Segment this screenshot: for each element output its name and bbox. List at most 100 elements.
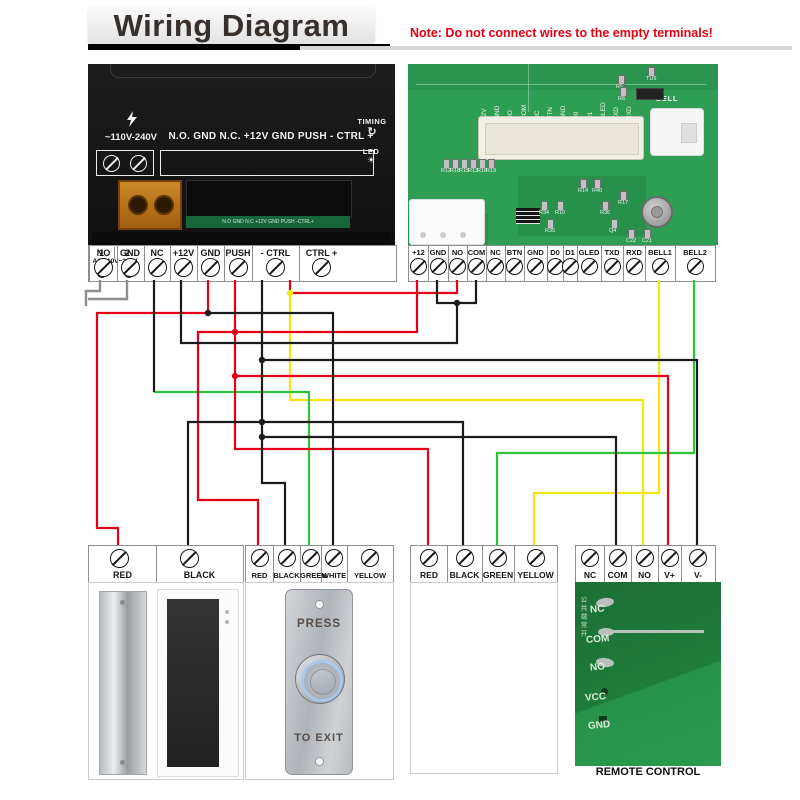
- smd-body: [602, 201, 609, 211]
- screw-terminal-icon: [410, 258, 427, 275]
- terminal-cell: BELL2: [675, 246, 715, 281]
- smd-body: [452, 159, 459, 169]
- ac-terminal-slot: [128, 195, 148, 215]
- screw-terminal-icon: [179, 549, 199, 568]
- screw-terminal-icon: [420, 549, 438, 567]
- terminal-label: GND: [200, 248, 221, 258]
- screw-terminal-icon: [120, 258, 140, 277]
- terminal-cell: NO: [448, 246, 468, 281]
- screw-hole: [315, 757, 324, 766]
- component-label: R19: [486, 168, 497, 174]
- power-supply-board: ~110V-240V N.O. GND N.C. +12V GND PUSH -…: [88, 64, 395, 245]
- smd-body: [541, 201, 548, 211]
- connector-pin-label: NC: [533, 110, 541, 120]
- maglock-face: [167, 599, 219, 767]
- screw-hole: [315, 600, 324, 609]
- smd-body: [580, 179, 587, 189]
- terminal-label: NO: [638, 570, 651, 580]
- junction-dot: [286, 289, 294, 297]
- smd-body: [618, 75, 625, 85]
- terminal-cell: GND: [524, 246, 548, 281]
- psu-lid-edge: [110, 64, 376, 78]
- terminal-cell: V-: [681, 546, 715, 583]
- psu-pcb-edge: N.O GND N.C +12V GND PUSH -CTRL+: [186, 216, 350, 228]
- terminal-cell: D1: [561, 246, 579, 281]
- terminal-cell: YELLOW: [514, 546, 557, 583]
- smd-body: [628, 229, 635, 239]
- screw-terminal-icon: [489, 549, 507, 567]
- terminal-label: GREEN: [482, 570, 514, 580]
- terminal-label: GND: [120, 248, 140, 258]
- wire-gray: [84, 280, 102, 306]
- screw-terminal-icon: [635, 549, 654, 567]
- terminal-label: GND: [429, 248, 447, 257]
- smd-body: [479, 159, 486, 169]
- screw-terminal-icon: [455, 549, 474, 567]
- component-label: R6: [618, 96, 626, 102]
- screw-terminal-icon: [312, 258, 331, 277]
- terminal-label: 1: [98, 248, 104, 258]
- wire-connector-socket: [478, 116, 644, 160]
- wire-red: [196, 280, 419, 545]
- wire-yellow: [532, 280, 661, 545]
- screw-terminal-icon: [527, 258, 544, 275]
- bell-connector: [650, 108, 704, 156]
- junction-dot: [231, 328, 239, 336]
- screw-terminal-icon: [561, 258, 579, 275]
- ic-component: [516, 208, 540, 224]
- terminal-label: TXD: [604, 248, 620, 257]
- screw-terminal-icon: [147, 258, 167, 277]
- smd-body: [470, 159, 477, 169]
- wire-black: [435, 280, 478, 305]
- terminal-cell: +12: [409, 246, 429, 281]
- component-label: R13: [468, 168, 479, 174]
- terminal-label: V-: [693, 570, 703, 580]
- doorbell-image-box: [410, 582, 558, 774]
- screw-terminal-icon: [325, 549, 343, 567]
- screw-terminal-icon: [526, 549, 545, 567]
- terminal-label: +12V: [172, 248, 195, 258]
- component-label: C21: [642, 238, 653, 244]
- terminal-cell: - CTRL: [252, 246, 300, 281]
- terminal-cell: NO: [89, 246, 118, 281]
- psu-output-terminal-block: [186, 180, 352, 218]
- screw-terminal-icon: [686, 258, 704, 275]
- smd-body: [644, 229, 651, 239]
- terminal-label: GREEN: [300, 571, 327, 580]
- junction-dot: [258, 356, 266, 364]
- terminal-label: PUSH: [225, 248, 251, 258]
- terminal-label: BLACK: [273, 571, 300, 580]
- wire-black: [262, 435, 618, 545]
- screw-terminal-icon: [660, 549, 679, 567]
- remote-pad-label: NC: [589, 603, 605, 616]
- connector-pin-label: 12V: [481, 108, 488, 120]
- header-rule: [300, 46, 792, 50]
- terminal-cell: BLACK: [447, 546, 483, 583]
- screw-terminal-icon: [277, 549, 296, 567]
- smd-body: [557, 201, 564, 211]
- component-label: R5: [616, 84, 623, 90]
- terminal-label: WHITE: [321, 571, 347, 580]
- psu-ac-screw-panel: [96, 150, 154, 176]
- psu-voltage-label: ~110V-240V: [104, 132, 158, 143]
- junction-dot: [258, 418, 266, 426]
- mounting-screw: [641, 196, 673, 228]
- terminal-label: +12: [412, 248, 425, 257]
- connector-pin-label: RXD: [626, 106, 634, 120]
- remote-pad-label: NO: [589, 661, 606, 674]
- junction-dot: [231, 372, 239, 380]
- terminal-label: RXD: [626, 248, 642, 257]
- terminal-cell: GREEN: [482, 546, 515, 583]
- terminal-cell: TXD: [601, 246, 624, 281]
- psu-led-label: LED: [362, 147, 380, 156]
- connector-pin-label: GLED: [599, 102, 607, 120]
- terminal-label: BLACK: [183, 570, 216, 580]
- smd-body: [461, 159, 468, 169]
- wire-black: [260, 280, 287, 545]
- exit-button-image-box: PRESS TO EXIT: [245, 582, 394, 780]
- connector-pin-label: COM: [520, 104, 528, 120]
